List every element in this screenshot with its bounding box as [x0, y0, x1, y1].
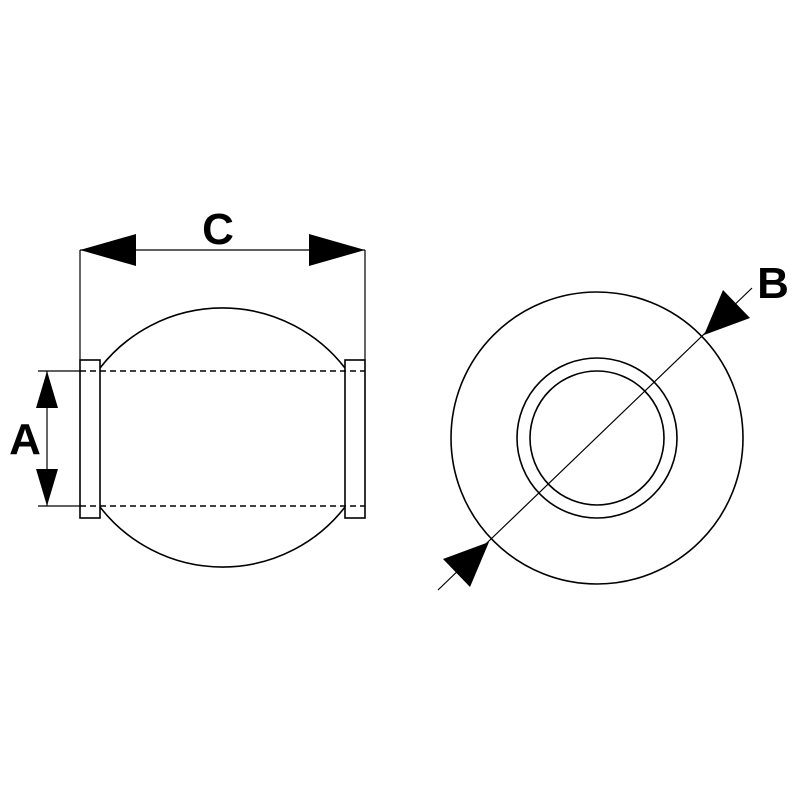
- a-arrow-bottom: [36, 469, 58, 506]
- bore-outer-circle: [516, 357, 678, 519]
- dimension-a: A: [9, 370, 80, 507]
- dimension-c: C: [79, 205, 366, 360]
- ball-outer-circle: [450, 291, 744, 585]
- ball-outline-top: [99, 307, 346, 369]
- b-arrow-lower: [443, 542, 489, 587]
- c-arrow-left: [80, 234, 136, 266]
- b-arrow-upper: [704, 290, 750, 335]
- end-view: [450, 291, 744, 585]
- left-collar: [79, 359, 101, 519]
- ball-outline-bottom: [99, 506, 346, 568]
- b-label: B: [757, 259, 789, 308]
- a-arrow-top: [36, 371, 58, 408]
- b-dimension-line: [437, 287, 753, 591]
- dimension-b: B: [437, 259, 789, 591]
- a-label: A: [9, 415, 41, 464]
- c-arrow-right: [309, 234, 365, 266]
- right-collar: [344, 359, 366, 519]
- bore-inner-circle: [529, 370, 665, 506]
- side-view: [79, 307, 366, 568]
- c-label: C: [202, 205, 234, 254]
